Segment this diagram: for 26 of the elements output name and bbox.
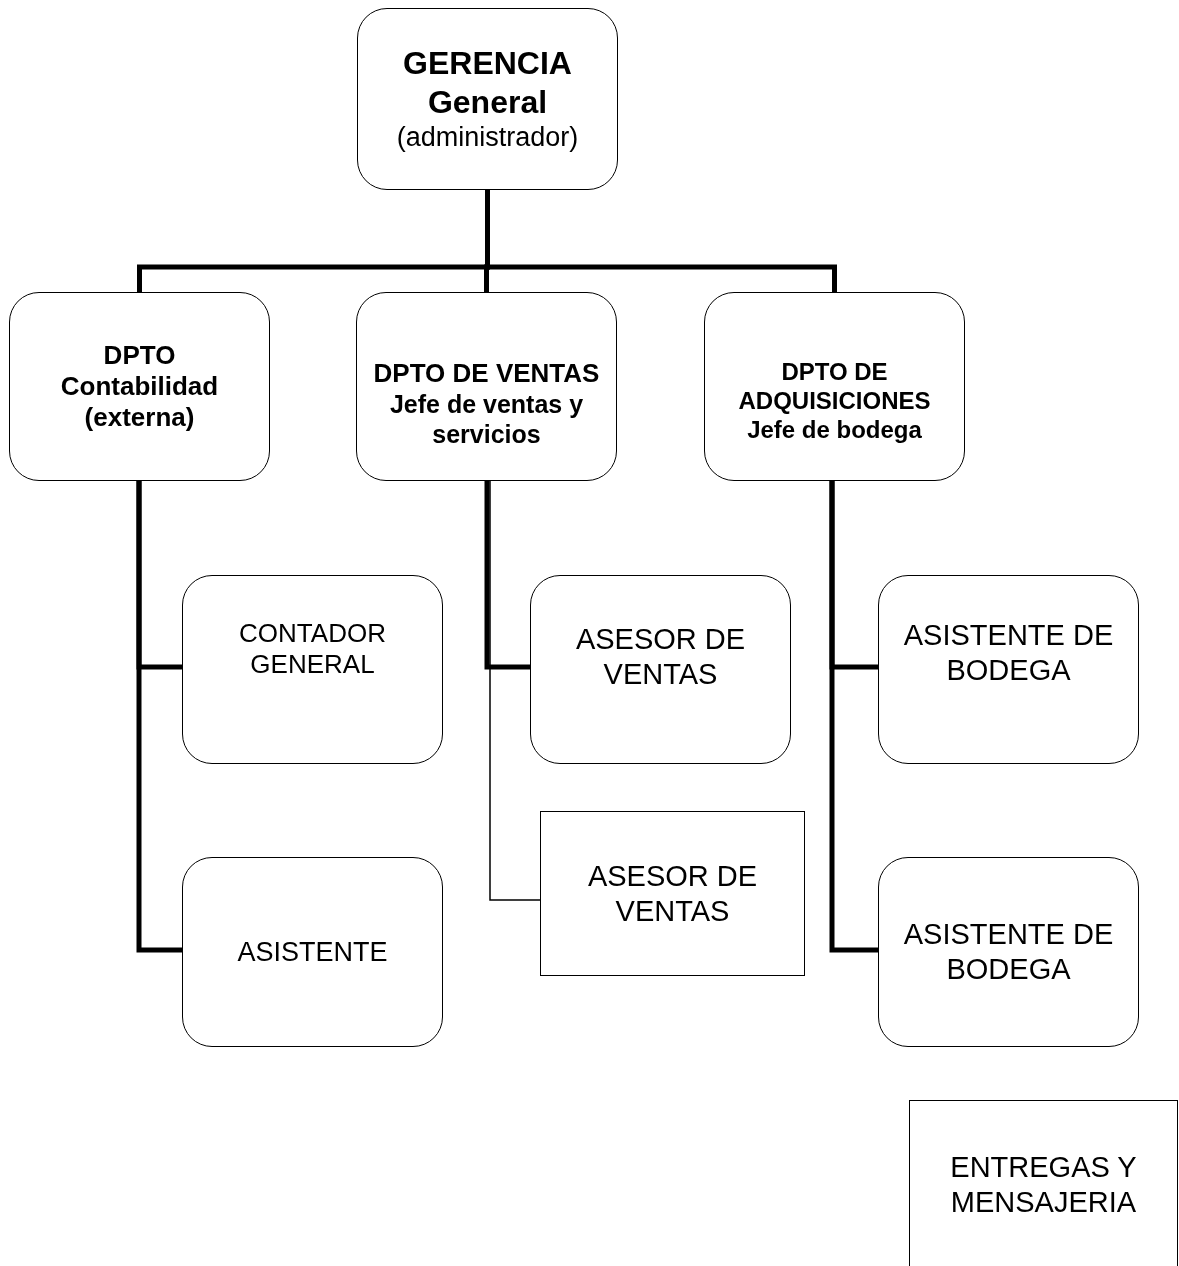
box-title: ASESOR DE VENTAS	[586, 858, 759, 929]
position-box	[909, 1100, 1178, 1266]
box-title: GERENCIA General	[402, 44, 573, 122]
box-title: DPTO Contabilidad (externa)	[59, 339, 220, 434]
box-subtitle: Jefe de bodega	[747, 415, 922, 445]
box-title: ASISTENTE DE BODEGA	[902, 917, 1115, 987]
box-title: DPTO DE ADQUISICIONES	[737, 358, 932, 416]
position-box	[540, 811, 805, 976]
position-box	[530, 575, 791, 764]
position-box	[878, 857, 1139, 1047]
box-title: ASESOR DE VENTAS	[574, 622, 747, 692]
position-box	[182, 857, 443, 1047]
box-title: CONTADOR GENERAL	[238, 618, 387, 681]
box-subtitle: Jefe de ventas y servicios	[388, 389, 585, 450]
position-box	[878, 575, 1139, 764]
box-title: ENTREGAS Y MENSAJERIA	[949, 1150, 1138, 1220]
department-box	[704, 292, 965, 481]
executive-box	[357, 8, 618, 190]
department-box	[356, 292, 617, 481]
box-title: ASISTENTE DE BODEGA	[902, 618, 1115, 688]
box-title: ASISTENTE	[237, 935, 388, 969]
box-title: DPTO DE VENTAS	[373, 357, 600, 390]
position-box	[182, 575, 443, 764]
box-subtitle: (administrador)	[396, 121, 579, 154]
connector-line	[489, 480, 541, 901]
department-box	[9, 292, 270, 481]
